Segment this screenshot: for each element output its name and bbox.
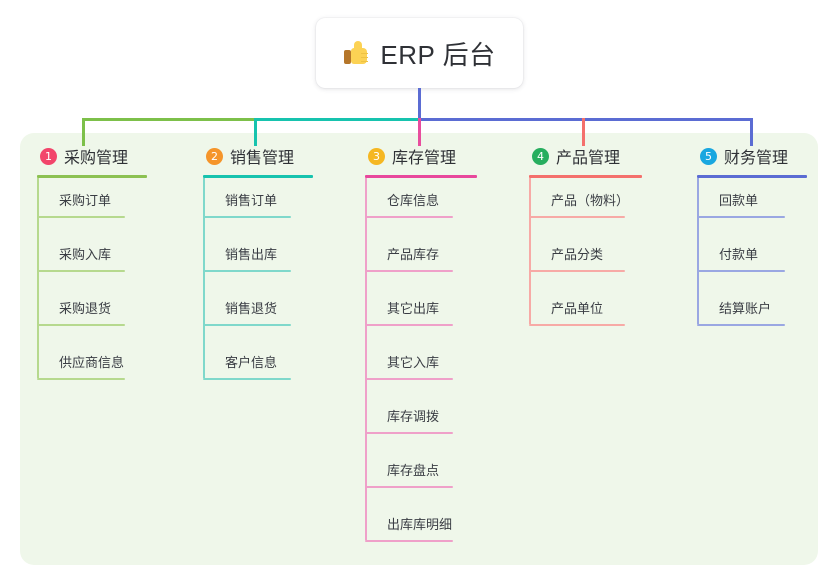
root-node-title: ERP 后台	[380, 39, 496, 70]
branch-header-rule-5	[697, 175, 807, 178]
leaf-item-rule	[365, 324, 453, 326]
leaf-item-rule	[365, 432, 453, 434]
leaf-item[interactable]: 付款单	[719, 247, 759, 262]
leaf-item-rule	[365, 540, 453, 542]
branch-drop-4	[582, 118, 585, 146]
leaf-item[interactable]: 产品分类	[551, 247, 604, 262]
leaf-list-1: 采购订单采购入库采购退货供应商信息	[37, 178, 147, 382]
branch-header-1[interactable]: 1 采购管理	[37, 144, 147, 168]
leaf-item[interactable]: 采购入库	[59, 247, 112, 262]
bus-segment-2	[254, 118, 418, 121]
leaf-spine-5	[697, 178, 699, 324]
branch-drop-3	[418, 118, 421, 146]
bus-segment-1	[82, 118, 254, 121]
leaf-item[interactable]: 出库库明细	[387, 517, 453, 532]
leaf-item[interactable]: 产品单位	[551, 301, 604, 316]
branch-header-rule-3	[365, 175, 477, 178]
leaf-item-rule	[37, 270, 125, 272]
branch-column-2[interactable]: 2 销售管理销售订单销售出库销售退货客户信息	[203, 144, 313, 382]
leaf-item[interactable]: 客户信息	[225, 355, 278, 370]
branch-header-rule-2	[203, 175, 313, 178]
leaf-item[interactable]: 销售订单	[225, 193, 278, 208]
branch-title-2: 销售管理	[230, 150, 295, 167]
leaf-item[interactable]: 产品（物料）	[551, 193, 630, 208]
branch-column-1[interactable]: 1 采购管理采购订单采购入库采购退货供应商信息	[37, 144, 147, 382]
leaf-spine-3	[365, 178, 367, 540]
branch-badge-5: 5	[700, 147, 717, 165]
leaf-list-4: 产品（物料） 产品分类产品单位	[529, 178, 642, 328]
leaf-spine-1	[37, 178, 39, 378]
branch-column-3[interactable]: 3 库存管理仓库信息产品库存其它出库其它入库库存调拨库存盘点出库库明细	[365, 144, 477, 544]
leaf-item-rule	[697, 324, 785, 326]
leaf-item[interactable]: 仓库信息	[387, 193, 440, 208]
branch-badge-2: 2	[206, 147, 223, 165]
branch-drop-5	[750, 118, 753, 146]
leaf-list-3: 仓库信息产品库存其它出库其它入库库存调拨库存盘点出库库明细	[365, 178, 477, 544]
branch-header-rule-1	[37, 175, 147, 178]
root-node-content: ERP 后台	[343, 35, 495, 72]
leaf-item-rule	[365, 270, 453, 272]
thumbs-up-icon	[343, 40, 369, 66]
leaf-item[interactable]: 其它出库	[387, 301, 440, 316]
branch-header-5[interactable]: 5 财务管理	[697, 144, 807, 168]
leaf-item[interactable]: 采购退货	[59, 301, 112, 316]
branch-column-4[interactable]: 4 产品管理产品（物料） 产品分类产品单位	[529, 144, 642, 328]
leaf-item-rule	[37, 216, 125, 218]
leaf-spine-2	[203, 178, 205, 378]
leaf-item[interactable]: 结算账户	[719, 301, 772, 316]
branch-header-4[interactable]: 4 产品管理	[529, 144, 642, 168]
leaf-item-rule	[203, 378, 291, 380]
leaf-item-rule	[365, 486, 453, 488]
branches-panel	[20, 133, 818, 565]
branch-title-1: 采购管理	[64, 150, 129, 167]
leaf-item[interactable]: 库存调拨	[387, 409, 440, 424]
branch-header-3[interactable]: 3 库存管理	[365, 144, 477, 168]
leaf-item-rule	[529, 216, 625, 218]
leaf-item[interactable]: 采购订单	[59, 193, 112, 208]
leaf-item-rule	[203, 270, 291, 272]
leaf-item-rule	[203, 216, 291, 218]
leaf-item[interactable]: 供应商信息	[59, 355, 125, 370]
root-stem-connector	[418, 88, 421, 119]
branch-column-5[interactable]: 5 财务管理回款单付款单结算账户	[697, 144, 807, 328]
bus-segment-3	[418, 118, 752, 121]
branch-header-rule-4	[529, 175, 642, 178]
leaf-item-rule	[37, 378, 125, 380]
leaf-item[interactable]: 其它入库	[387, 355, 440, 370]
leaf-item-rule	[365, 378, 453, 380]
leaf-item[interactable]: 销售退货	[225, 301, 278, 316]
leaf-item[interactable]: 销售出库	[225, 247, 278, 262]
branch-drop-2	[254, 118, 257, 146]
root-node-card[interactable]: ERP 后台	[316, 18, 523, 88]
leaf-list-5: 回款单付款单结算账户	[697, 178, 807, 328]
branch-badge-1: 1	[40, 147, 57, 165]
leaf-item-rule	[365, 216, 453, 218]
leaf-list-2: 销售订单销售出库销售退货客户信息	[203, 178, 313, 382]
branch-drop-1	[82, 118, 85, 146]
branch-badge-3: 3	[368, 147, 385, 165]
leaf-item[interactable]: 回款单	[719, 193, 759, 208]
leaf-item-rule	[37, 324, 125, 326]
leaf-spine-4	[529, 178, 531, 324]
branch-title-4: 产品管理	[556, 150, 621, 167]
leaf-item-rule	[203, 324, 291, 326]
leaf-item-rule	[697, 216, 785, 218]
leaf-item-rule	[529, 324, 625, 326]
branch-title-3: 库存管理	[392, 150, 457, 167]
leaf-item-rule	[697, 270, 785, 272]
leaf-item-rule	[529, 270, 625, 272]
branch-badge-4: 4	[532, 147, 549, 165]
branch-title-5: 财务管理	[724, 150, 789, 167]
branch-header-2[interactable]: 2 销售管理	[203, 144, 313, 168]
leaf-item[interactable]: 库存盘点	[387, 463, 440, 478]
leaf-item[interactable]: 产品库存	[387, 247, 440, 262]
